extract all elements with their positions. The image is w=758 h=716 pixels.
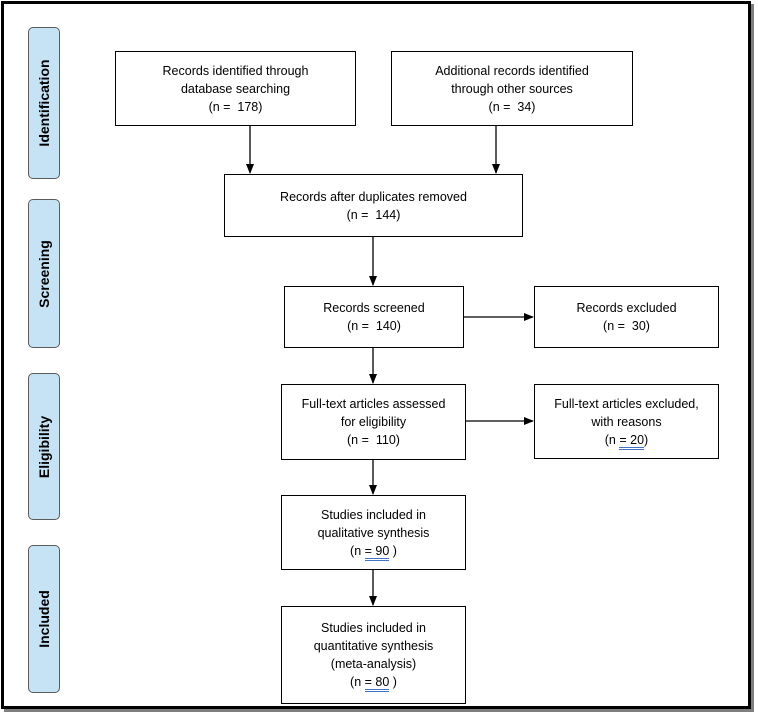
box-count: (n = 30) <box>603 319 650 333</box>
box-qualitative-synthesis: Studies included in qualitative synthesi… <box>281 495 466 570</box>
box-text: Records identified through <box>162 63 309 78</box>
box-text: for eligibility <box>340 415 407 429</box>
box-count: (n = 178) <box>208 99 263 114</box>
diagram-frame <box>1 1 751 709</box>
box-text: Full-text articles excluded, <box>554 396 699 411</box>
box-text: with reasons <box>591 414 662 429</box>
box-text: qualitative synthesis <box>317 525 430 540</box>
box-text: Records screened <box>323 301 425 315</box>
box-text: through other sources <box>451 81 573 96</box>
box-fulltext-excluded: Full-text articles excluded, with reason… <box>534 384 719 459</box>
box-duplicates-removed: Records after duplicates removed (n = 14… <box>224 174 523 237</box>
box-count: (n = 110) <box>347 433 400 447</box>
box-count: (n = 80 ) <box>350 673 397 692</box>
box-other-sources: Additional records identified through ot… <box>391 51 633 126</box>
box-text: Records after duplicates removed <box>280 189 467 204</box>
box-database-searching: Records identified through database sear… <box>115 51 356 126</box>
box-count: (n = 140) <box>347 319 401 333</box>
box-records-screened: Records screened (n = 140) <box>284 286 464 348</box>
box-text: Records excluded <box>576 301 677 315</box>
box-text: (meta-analysis) <box>330 657 417 671</box>
phase-included: Included <box>28 545 60 693</box>
box-text: Full-text articles assessed <box>301 397 446 411</box>
box-count: (n = 34) <box>488 99 536 114</box>
box-text: quantitative synthesis <box>313 639 434 653</box>
box-text: Studies included in <box>321 507 426 522</box>
box-records-excluded: Records excluded (n = 30) <box>534 286 719 348</box>
box-text: Additional records identified <box>435 63 589 78</box>
box-count: (n = 90 ) <box>350 542 397 561</box>
box-text: database searching <box>180 81 291 96</box>
box-quantitative-synthesis: Studies included in quantitative synthes… <box>281 606 466 704</box>
phase-screening: Screening <box>28 199 60 348</box>
box-count: (n = 20) <box>605 431 648 450</box>
phase-eligibility: Eligibility <box>28 373 60 520</box>
box-fulltext-assessed: Full-text articles assessed for eligibil… <box>281 384 466 460</box>
phase-identification: Identification <box>28 27 60 179</box>
box-text: Studies included in <box>321 621 426 635</box>
box-count: (n = 144) <box>346 207 401 222</box>
